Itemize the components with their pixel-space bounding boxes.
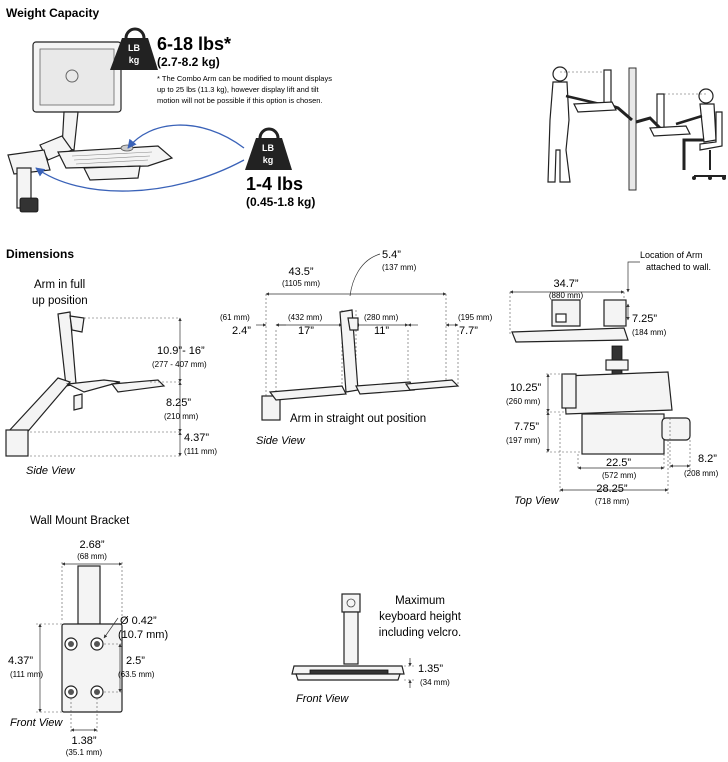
side-view-1-label: Side View [26,465,76,477]
monitor-weight-metric: (2.7-8.2 kg) [157,55,220,69]
location-line-2: attached to wall. [646,262,711,272]
side-view-2-overall: 43.5” [288,266,313,278]
top-view-depth2: 7.75” [514,421,539,433]
side-view-2-drawing [261,309,460,421]
top-view-total: 28.25” [596,483,628,495]
weight-badge-icon: LB kg [110,27,158,70]
top-view-arm-mm: (184 mm) [632,328,667,337]
top-view-depth1: 10.25” [510,382,542,394]
keyboard-caption-line3: including velcro. [379,627,461,639]
weight-badge-icon: LB kg [245,127,292,170]
wall-bracket-drawing [61,565,123,713]
side-view-2-left: 2.4” [232,325,251,337]
top-view-tray: 22.5” [606,457,631,469]
keyboard-view-label: Front View [296,693,349,705]
svg-text:kg: kg [129,55,140,65]
side-view-2-right-mm: (195 mm) [458,313,493,322]
note-line-1: * The Combo Arm can be modified to mount… [157,74,332,83]
side-view-1-d1-mm: (277 - 407 mm) [152,360,207,369]
wall-bracket-width: 2.68” [79,539,104,551]
wall-bracket-width-mm: (68 mm) [77,552,107,561]
location-line-1: Location of Arm [640,250,703,260]
side-view-2-label: Side View [256,435,306,447]
svg-text:LB: LB [128,43,140,53]
side-view-2-top: 5.4” [382,249,401,261]
top-view-drawing [511,299,691,455]
keyboard-front-drawing [291,593,405,681]
keyboard-height-mm: (34 mm) [420,678,450,687]
top-view-arm: 7.25” [632,313,657,325]
svg-text:LB: LB [262,143,274,153]
ergonomic-illustration [547,66,726,191]
keyboard-height: 1.35” [418,663,443,675]
side-view-1-d2: 8.25” [166,397,191,409]
side-view-1-title-line1: Arm in full [34,279,85,291]
side-view-1-d2-mm: (210 mm) [164,412,199,421]
side-view-1-d3: 4.37” [184,432,209,444]
note-line-3: motion will not be possible if this opti… [157,96,323,105]
top-view-depth1-mm: (260 mm) [506,397,541,406]
wall-bracket-bottom-mm: (35.1 mm) [66,748,103,757]
wall-bracket-bottom: 1.38” [71,735,96,747]
note-line-2: up to 25 lbs (11.3 kg), however display … [157,85,320,94]
monitor-weight: 6-18 lbs* [157,34,231,54]
side-view-1-drawing [5,311,166,457]
wall-bracket-title: Wall Mount Bracket [30,515,130,527]
top-view-mouse: 8.2” [698,453,717,465]
side-view-1-title-line2: up position [32,295,88,307]
side-view-1-d3-mm: (111 mm) [184,447,217,456]
top-view-label: Top View [514,495,560,507]
wall-bracket-hole: Ø 0.42” [120,615,157,627]
keyboard-weight: 1-4 lbs [246,174,303,194]
keyboard-weight-metric: (0.45-1.8 kg) [246,195,315,209]
keyboard-caption-line2: keyboard height [379,611,462,623]
keyboard-caption-line1: Maximum [395,595,445,607]
wall-bracket-spacing-mm: (63.5 mm) [118,670,155,679]
wall-bracket-view-label: Front View [10,717,63,729]
side-view-2-caption: Arm in straight out position [290,413,426,425]
side-view-2-seg1: 17” [298,325,314,337]
wall-bracket-height-mm: (111 mm) [10,670,43,679]
side-view-1-d1: 10.9”- 16” [157,345,205,357]
top-view-tray-mm: (572 mm) [602,471,637,480]
side-view-2-top-mm: (137 mm) [382,263,417,272]
arrow-to-mouse [35,159,245,192]
top-view-width-mm: (880 mm) [549,291,584,300]
weight-capacity-heading: Weight Capacity [6,6,99,20]
svg-text:kg: kg [263,155,274,165]
dimensions-heading: Dimensions [6,247,74,261]
top-view-depth2-mm: (197 mm) [506,436,541,445]
top-view-width: 34.7” [553,278,578,290]
wall-bracket-spacing: 2.5” [126,655,145,667]
side-view-2-seg2-mm: (280 mm) [364,313,399,322]
side-view-2-left-mm: (61 mm) [220,313,250,322]
side-view-2-seg2: 11” [374,325,389,337]
top-view-total-mm: (718 mm) [595,497,630,506]
wall-bracket-height: 4.37” [8,655,33,667]
side-view-2-seg1-mm: (432 mm) [288,313,323,322]
top-view-mouse-mm: (208 mm) [684,469,719,478]
product-illustration [7,41,174,213]
wall-bracket-hole-mm: (10.7 mm) [118,629,168,641]
arrow-to-keyboard [127,124,245,149]
side-view-2-right: 7.7” [459,325,478,337]
side-view-2-overall-mm: (1105 mm) [282,279,320,288]
